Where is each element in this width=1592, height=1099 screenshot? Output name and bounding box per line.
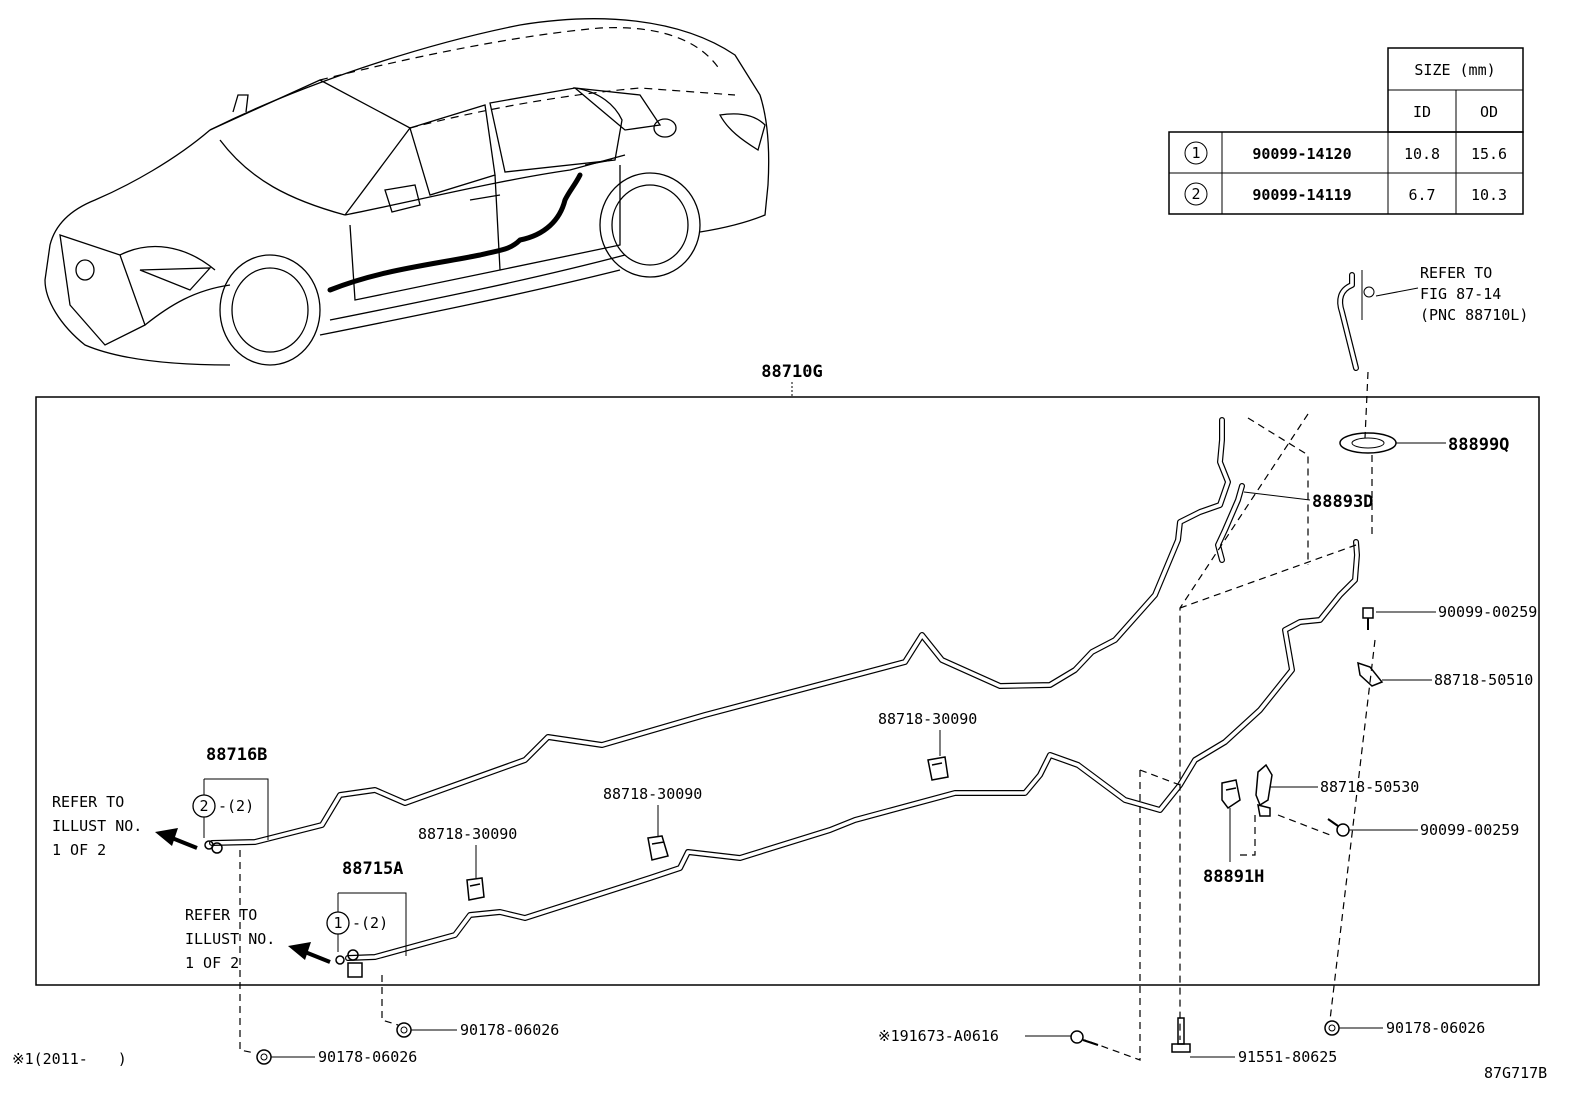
row1-od: 15.6 bbox=[1471, 145, 1507, 163]
nut-90178-06026-a bbox=[256, 1049, 272, 1065]
assembly-frame bbox=[35, 396, 1540, 986]
label-90099-00259-a: 90099-00259 bbox=[1438, 603, 1537, 621]
bolt-90099-00259-b bbox=[1327, 818, 1350, 837]
callout-b-mark: 1 bbox=[333, 914, 342, 932]
refer-fig-note: REFER TO FIG 87-14 (PNC 88710L) bbox=[1375, 264, 1528, 324]
row1-part: 90099-14120 bbox=[1252, 145, 1351, 163]
bracket-88718-50530 bbox=[1255, 763, 1273, 817]
refer-illust-note-b: REFER TO ILLUST NO. 1 OF 2 bbox=[185, 906, 275, 972]
label-91551-80625: 91551-80625 bbox=[1238, 1048, 1337, 1066]
pipe-upper bbox=[209, 417, 1231, 846]
svg-text:FIG 87-14: FIG 87-14 bbox=[1420, 285, 1501, 303]
svg-text:REFER TO: REFER TO bbox=[1420, 264, 1492, 282]
figure-code: 87G717B bbox=[1484, 1064, 1547, 1082]
arrow-refer-a bbox=[155, 828, 198, 850]
hose-88893d bbox=[1215, 483, 1245, 563]
label-88899q: 88899Q bbox=[1448, 435, 1509, 455]
label-91673-a0616: ※191673-A0616 bbox=[878, 1027, 999, 1045]
label-88715a: 88715A bbox=[342, 859, 403, 879]
connector-88716b bbox=[204, 840, 223, 854]
clamp-88718-30090-a bbox=[927, 756, 949, 781]
label-90178-06026-a: 90178-06026 bbox=[318, 1048, 417, 1066]
svg-text:1 OF 2: 1 OF 2 bbox=[52, 841, 106, 859]
label-90178-06026-b: 90178-06026 bbox=[460, 1021, 559, 1039]
connector-88715a bbox=[335, 949, 363, 978]
grommet-88899q bbox=[1339, 432, 1397, 454]
svg-text:1 OF 2: 1 OF 2 bbox=[185, 954, 239, 972]
row2-part: 90099-14119 bbox=[1252, 186, 1351, 204]
row2-id: 6.7 bbox=[1408, 186, 1435, 204]
label-88710g: 88710G bbox=[761, 362, 822, 382]
row1-mark: 1 bbox=[1191, 144, 1200, 162]
row2-od: 10.3 bbox=[1471, 186, 1507, 204]
svg-text:(PNC 88710L): (PNC 88710L) bbox=[1420, 306, 1528, 324]
label-88718-50530: 88718-50530 bbox=[1320, 778, 1419, 796]
label-88718-30090-c: 88718-30090 bbox=[418, 825, 517, 843]
clamp-88718-30090-b bbox=[647, 835, 669, 861]
bolt-91673-a0616 bbox=[1070, 1030, 1099, 1046]
arrow-refer-b bbox=[288, 942, 331, 964]
callout-a-mark: 2 bbox=[199, 797, 208, 815]
car-illustration bbox=[44, 18, 770, 366]
label-88718-30090-b: 88718-30090 bbox=[603, 785, 702, 803]
label-88891h: 88891H bbox=[1203, 867, 1264, 887]
svg-text:REFER TO: REFER TO bbox=[52, 793, 124, 811]
nut-90178-06026-b bbox=[396, 1022, 412, 1038]
size-header: SIZE (mm) bbox=[1414, 61, 1495, 79]
svg-text:REFER TO: REFER TO bbox=[185, 906, 257, 924]
label-90178-06026-c: 90178-06026 bbox=[1386, 1019, 1485, 1037]
col-od-header: OD bbox=[1480, 103, 1498, 121]
nut-90178-06026-c bbox=[1324, 1020, 1340, 1036]
bolt-90099-00259-a bbox=[1362, 607, 1374, 630]
clamp-88718-30090-c bbox=[466, 877, 485, 901]
label-90099-00259-b: 90099-00259 bbox=[1420, 821, 1519, 839]
col-id-header: ID bbox=[1413, 103, 1431, 121]
label-88893d: 88893D bbox=[1312, 492, 1373, 512]
upper-hose bbox=[1337, 270, 1375, 371]
footnote: ※1(2011- ) bbox=[12, 1050, 127, 1068]
clamp-88891h bbox=[1221, 779, 1241, 810]
guide-lines bbox=[239, 371, 1376, 1061]
svg-text:ILLUST NO.: ILLUST NO. bbox=[185, 930, 275, 948]
row2-mark: 2 bbox=[1191, 185, 1200, 203]
callout-a-qty: -(2) bbox=[218, 797, 254, 815]
label-88718-50510: 88718-50510 bbox=[1434, 671, 1533, 689]
label-88718-30090-a: 88718-30090 bbox=[878, 710, 977, 728]
label-88716b: 88716B bbox=[206, 745, 267, 765]
refer-illust-note-a: REFER TO ILLUST NO. 1 OF 2 bbox=[52, 793, 142, 859]
svg-text:ILLUST NO.: ILLUST NO. bbox=[52, 817, 142, 835]
callout-b-qty: -(2) bbox=[352, 914, 388, 932]
leader-lines bbox=[203, 442, 1446, 1058]
row1-id: 10.8 bbox=[1404, 145, 1440, 163]
pipe-lower bbox=[345, 539, 1360, 961]
bolt-91551-80625 bbox=[1171, 1017, 1191, 1053]
bracket-88718-50510 bbox=[1357, 661, 1384, 687]
size-table: SIZE (mm) ID OD 1 90099-14120 10.8 15.6 … bbox=[1168, 47, 1524, 215]
